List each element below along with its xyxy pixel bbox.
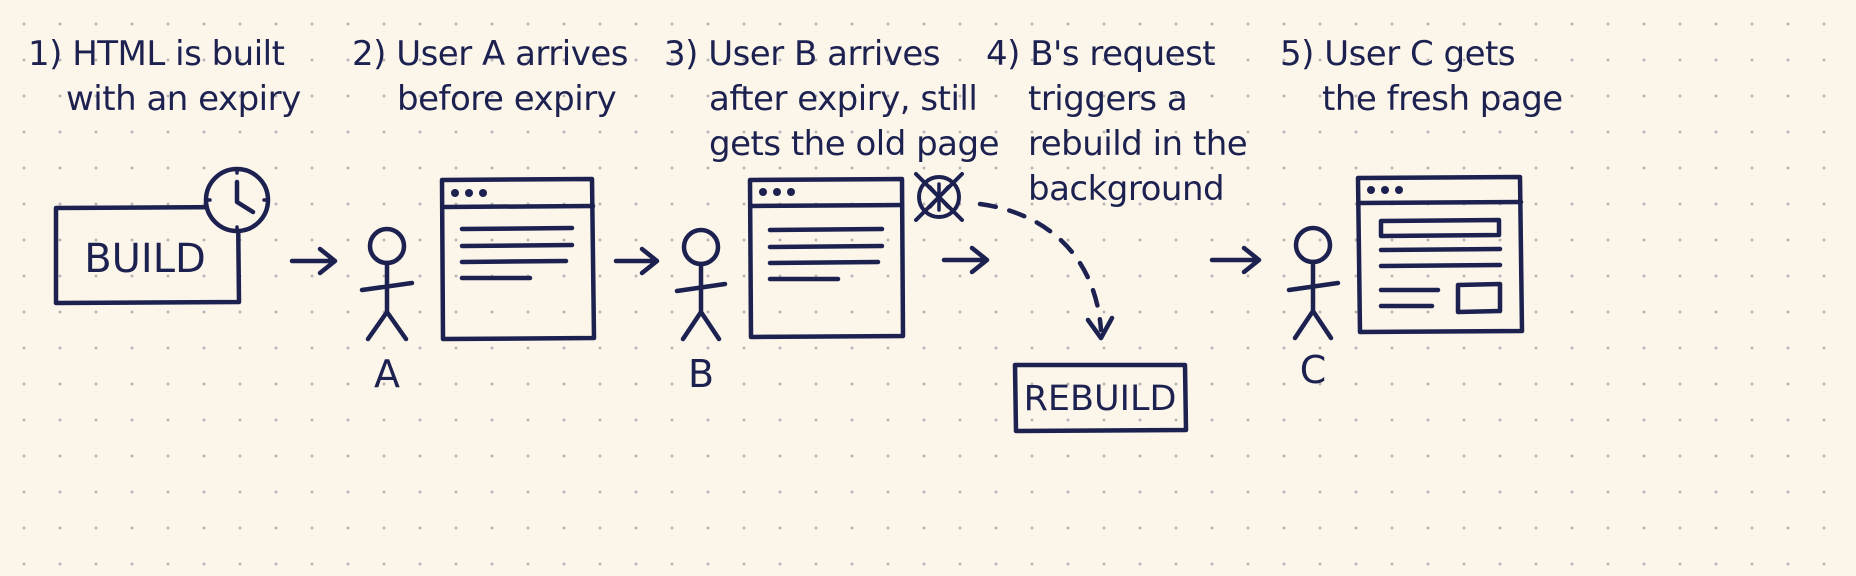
build-box: BUILD bbox=[53, 204, 242, 306]
step-3-line-2: after expiry, still bbox=[709, 79, 978, 119]
step-2-line-1: 2) User A arrives bbox=[352, 34, 628, 74]
build-box-label: BUILD bbox=[84, 236, 206, 282]
arrow-page-to-b bbox=[613, 246, 660, 276]
person-a-icon bbox=[359, 226, 415, 342]
user-b-label: B bbox=[687, 352, 715, 396]
clock-icon bbox=[203, 166, 271, 234]
arrow-to-c bbox=[1209, 245, 1262, 275]
step-4-line-1: 4) B's request bbox=[986, 34, 1216, 74]
browser-page-icon-1 bbox=[439, 176, 597, 342]
step-4-label: 4) B's request triggers a rebuild in the… bbox=[986, 32, 1248, 212]
rebuild-box: REBUILD bbox=[1012, 362, 1189, 434]
arrow-to-rebuild bbox=[977, 201, 1115, 341]
user-a-label: A bbox=[374, 352, 400, 396]
step-1-label: 1) HTML is built with an expiry bbox=[28, 32, 301, 122]
expired-clock-icon bbox=[914, 172, 964, 222]
user-c-label: C bbox=[1299, 348, 1327, 392]
person-c-icon bbox=[1286, 225, 1341, 341]
step-4-line-2: triggers a bbox=[1028, 79, 1188, 119]
browser-page-icon-3 bbox=[1355, 174, 1525, 335]
step-4-line-3: rebuild in the bbox=[1028, 124, 1248, 164]
step-3-line-3: gets the old page bbox=[709, 124, 1000, 164]
step-5-line-2: the fresh page bbox=[1322, 79, 1563, 119]
step-4-line-4: background bbox=[1028, 169, 1225, 209]
step-2-line-2: before expiry bbox=[397, 79, 617, 119]
step-3-label: 3) User B arrives after expiry, still ge… bbox=[664, 32, 1000, 167]
step-2-label: 2) User A arrives before expiry bbox=[352, 32, 628, 122]
person-b-icon bbox=[674, 227, 728, 342]
step-1-line-1: 1) HTML is built bbox=[28, 34, 285, 74]
arrow-build-to-a bbox=[289, 246, 338, 276]
arrow-b-request bbox=[941, 245, 990, 275]
step-1-line-2: with an expiry bbox=[66, 79, 301, 119]
browser-page-icon-2 bbox=[747, 176, 906, 340]
rebuild-box-label: REBUILD bbox=[1024, 379, 1177, 419]
step-3-line-1: 3) User B arrives bbox=[664, 34, 941, 74]
step-5-line-1: 5) User C gets bbox=[1280, 34, 1516, 74]
step-5-label: 5) User C gets the fresh page bbox=[1280, 32, 1563, 122]
